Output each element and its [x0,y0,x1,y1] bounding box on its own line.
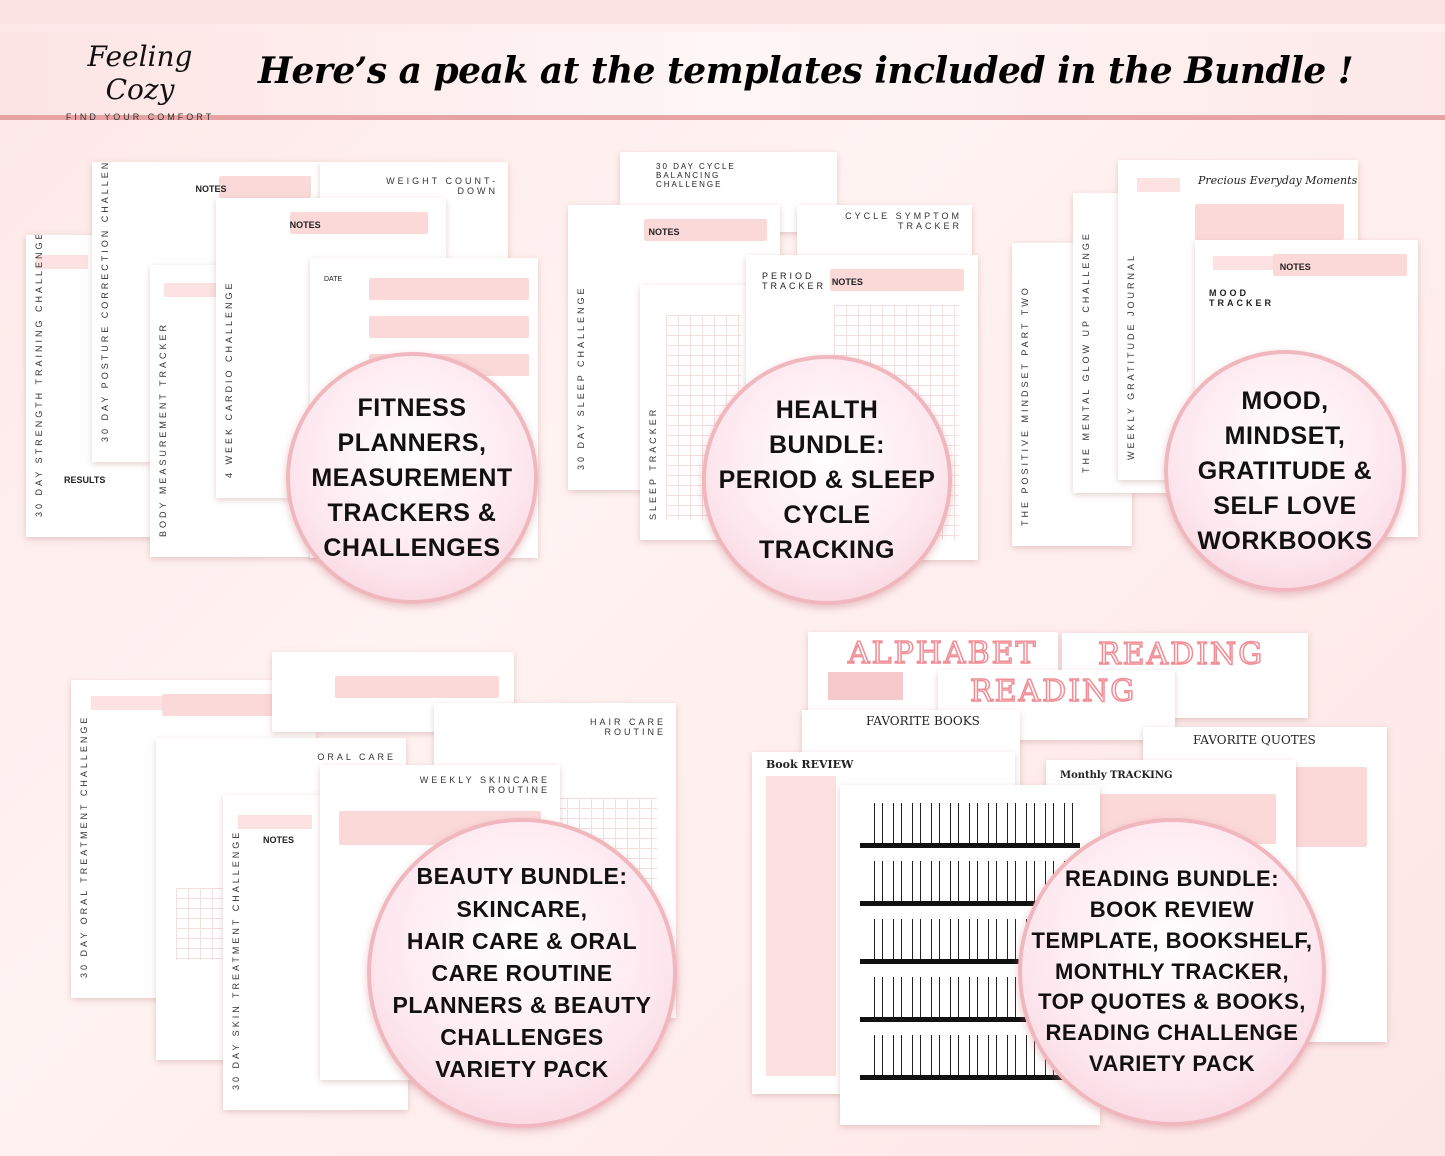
mood-bundle-badge: MOOD, MINDSET, GRATITUDE & SELF LOVE WOR… [1164,350,1406,592]
reading-bundle-badge: READING BUNDLE: BOOK REVIEW TEMPLATE, BO… [1018,818,1326,1126]
page-title: Book REVIEW [766,758,854,771]
headline: Here’s a peak at the templates included … [258,50,1354,92]
page-title: 4 WEEK CARDIO CHALLENGE [224,280,234,478]
page-title: 30 DAY SKIN TREATMENT CHALLENGE [231,829,241,1090]
page-title: ORAL CARE [317,752,396,762]
page-label: NOTES [1279,262,1311,272]
bundle-label: BEAUTY BUNDLE: SKINCARE, HAIR CARE & ORA… [392,863,652,1083]
page-label: NOTES [195,184,227,194]
page-label: DATE [324,276,343,283]
page-title: HAIR CARE ROUTINE [589,717,666,737]
page-title: 30 DAY CYCLE BALANCING CHALLENGE [656,162,736,189]
health-bundle-badge: HEALTH BUNDLE: PERIOD & SLEEP CYCLE TRAC… [702,355,952,605]
page-label: NOTES [831,277,863,287]
top-strip [0,0,1445,24]
beauty-bundle-badge: BEAUTY BUNDLE: SKINCARE, HAIR CARE & ORA… [367,818,677,1128]
brand-logo: Feeling Cozy FIND YOUR COMFORT [60,40,220,122]
page-title: 30 DAY SLEEP CHALLENGE [576,285,586,470]
bundle-label: FITNESS PLANNERS, MEASUREMENT TRACKERS &… [311,393,513,562]
page-title: WEEKLY GRATITUDE JOURNAL [1126,252,1136,460]
template-page [272,652,514,732]
page-title: 30 DAY ORAL TREATMENT CHALLENGE [79,714,89,978]
logo-tagline: FIND YOUR COMFORT [65,112,215,122]
page-title: WEIGHT COUNT-DOWN [386,176,498,196]
page-title: PERIOD TRACKER [762,271,827,291]
page-label: RESULTS [64,475,106,485]
page-title: SLEEP TRACKER [648,406,658,520]
page-label: NOTES [263,835,295,845]
page-title: WEEKLY SKINCARE ROUTINE [419,775,550,795]
page-title: CYCLE SYMPTOM TRACKER [845,211,962,231]
page-title: 30 DAY STRENGTH TRAINING CHALLENGE [34,235,44,517]
page-title: THE MENTAL GLOW UP CHALLENGE [1081,231,1091,473]
page-title: READING [969,673,1137,710]
bundle-label: READING BUNDLE: BOOK REVIEW TEMPLATE, BO… [1031,866,1313,1076]
page-title: ALPHABET [847,635,1038,672]
header-banner: Feeling Cozy FIND YOUR COMFORT Here’s a … [0,32,1445,122]
page-label: NOTES [289,220,321,230]
logo-script: Feeling Cozy [87,40,193,106]
page-title: READING [1097,636,1265,673]
page-title: Monthly TRACKING [1060,770,1173,781]
page-title: MOOD TRACKER [1209,288,1274,308]
fitness-bundle-badge: FITNESS PLANNERS, MEASUREMENT TRACKERS &… [286,352,538,604]
page-title: THE POSITIVE MINDSET PART TWO [1020,285,1030,526]
page-subtitle: Precious Everyday Moments [1198,174,1358,187]
bundle-label: HEALTH BUNDLE: PERIOD & SLEEP CYCLE TRAC… [718,395,936,564]
page-title: BODY MEASUREMENT TRACKER [158,321,168,537]
page-title: FAVORITE QUOTES [1193,733,1316,747]
bundle-label: MOOD, MINDSET, GRATITUDE & SELF LOVE WOR… [1197,386,1373,555]
template-page: CYCLE SYMPTOM TRACKER [797,205,972,255]
page-label: NOTES [648,227,680,237]
page-title: 30 DAY POSTURE CORRECTION CHALLENGE [100,162,110,442]
page-title: FAVORITE BOOKS [866,714,980,728]
